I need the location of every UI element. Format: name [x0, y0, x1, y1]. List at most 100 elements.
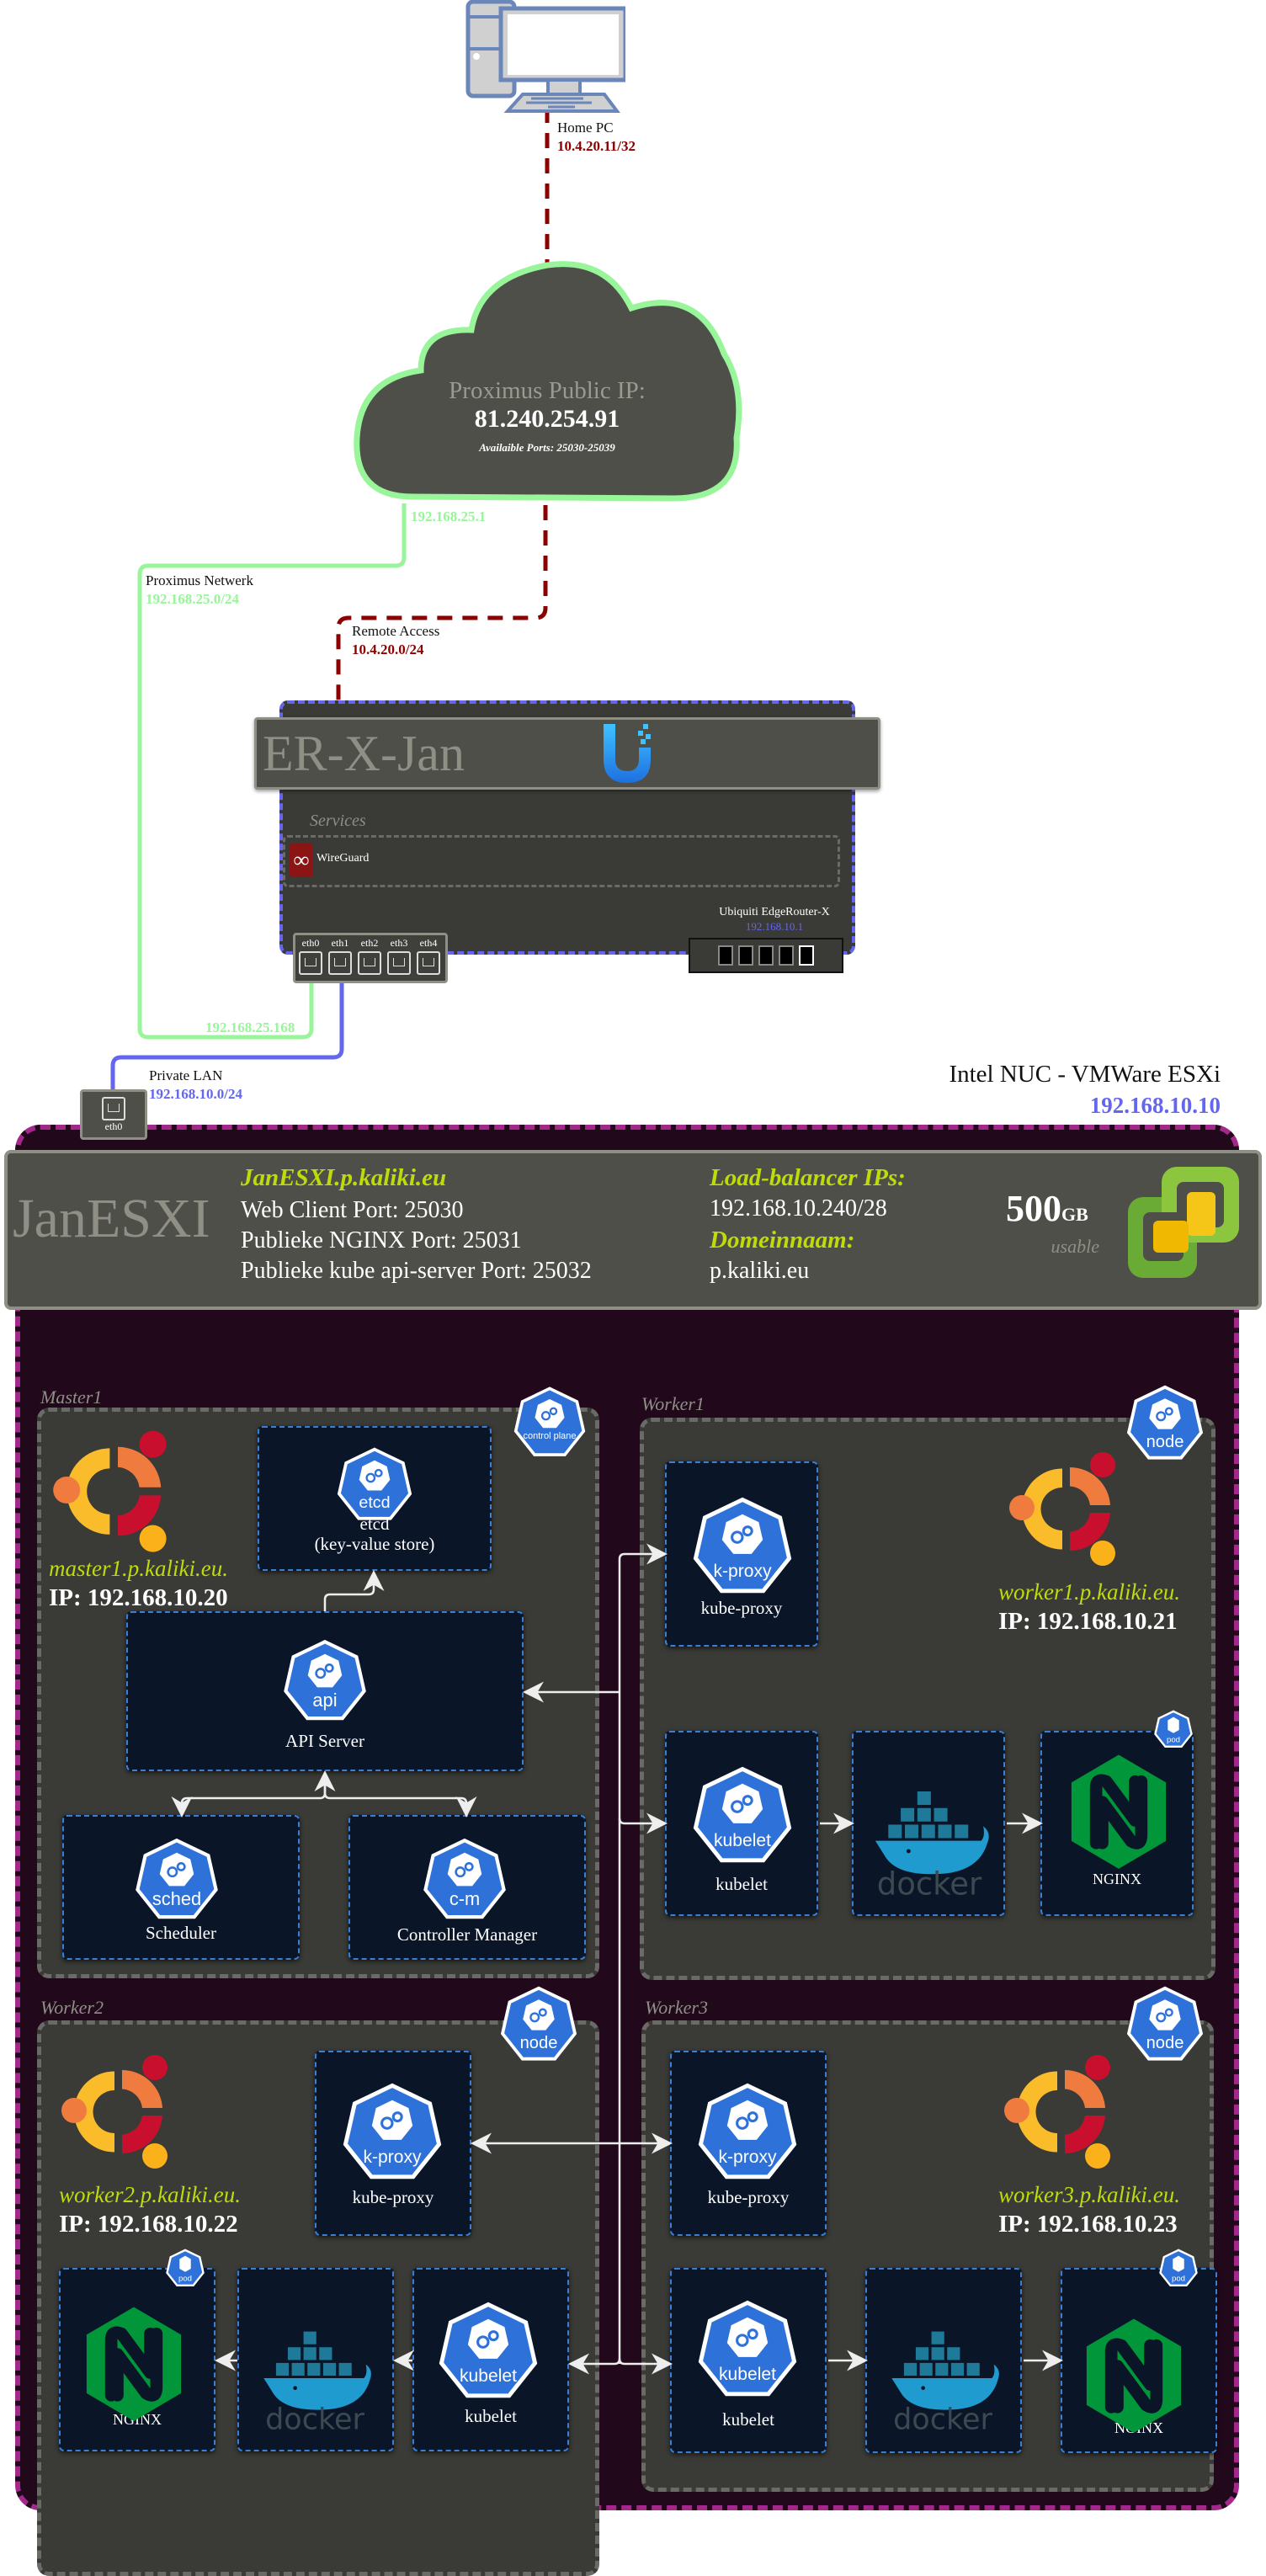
- service-wireguard[interactable]: WireGuard: [316, 852, 370, 865]
- k8s-icon-text: node: [1146, 1433, 1184, 1451]
- wan-ip: 192.168.25.168: [205, 1019, 295, 1035]
- kube-api-port: Publieke kube api-server Port: 25032: [241, 1258, 592, 1284]
- storage-note: usable: [1051, 1236, 1099, 1257]
- home-pc-ip: 10.4.20.11/32: [557, 138, 636, 154]
- remote-access-subnet: 10.4.20.0/24: [352, 641, 424, 657]
- k8s-icon-text: node: [1146, 2034, 1184, 2052]
- kubelet-icon: kubelet: [693, 1766, 792, 1863]
- host-title: Intel NUC - VMWare ESXi: [949, 1061, 1221, 1088]
- docker-logo-icon: docker: [875, 1790, 989, 1897]
- svg-text:pod: pod: [1167, 1735, 1180, 1744]
- ubiquiti-logo-icon: [604, 724, 651, 783]
- kube-proxy-label: kube-proxy: [707, 2187, 790, 2207]
- router-port-strip-icon: [689, 938, 843, 973]
- eth-port-4[interactable]: eth4: [415, 937, 442, 975]
- worker2-ip: IP: 192.168.10.22: [59, 2211, 238, 2238]
- nginx-logo-icon: [1086, 2318, 1182, 2433]
- master1-hostname: master1.p.kaliki.eu.: [49, 1556, 228, 1581]
- vmware-vsphere-logo-icon: [1128, 1167, 1239, 1278]
- kubelet-icon: kubelet: [698, 2300, 797, 2397]
- k8s-icon-text: kubelet: [460, 2366, 517, 2386]
- master1-ip: IP: 192.168.10.20: [49, 1584, 228, 1611]
- kube-proxy-label: kube-proxy: [352, 2187, 434, 2207]
- api-server-label: API Server: [285, 1731, 364, 1751]
- worker2-hostname: worker2.p.kaliki.eu.: [59, 2182, 241, 2207]
- esxi-nic[interactable]: eth0: [80, 1089, 147, 1140]
- router-header: [254, 717, 880, 790]
- k8s-icon-text: kubelet: [714, 1831, 771, 1850]
- proximus-network-subnet: 192.168.25.0/24: [146, 591, 239, 607]
- kube-proxy-icon: k-proxy: [698, 2083, 797, 2179]
- eth-port-label: eth3: [390, 937, 408, 949]
- storage-capacity: 500GB: [1006, 1187, 1088, 1230]
- desktop-computer-icon: [465, 0, 625, 113]
- eth-port-1[interactable]: eth1: [327, 937, 354, 975]
- ubuntu-logo-icon: [1009, 1452, 1115, 1566]
- eth-port-3[interactable]: eth3: [386, 937, 412, 975]
- lan-link: [110, 977, 344, 1103]
- storage-value: 500: [1006, 1188, 1061, 1229]
- node-badge-icon: node: [1126, 1385, 1204, 1460]
- docker-logo-icon: docker: [263, 2330, 371, 2431]
- esxi-domain: JanESXI.p.kaliki.eu: [241, 1164, 447, 1191]
- master1-label: Master1: [40, 1386, 103, 1408]
- svg-text:pod: pod: [178, 2274, 192, 2283]
- control-plane-badge-text: control plane: [523, 1431, 577, 1441]
- services-box: [283, 835, 840, 887]
- lb-ips-value: 192.168.10.240/28: [710, 1195, 887, 1221]
- gateway-ip: 192.168.25.1: [411, 508, 487, 524]
- etcd-sublabel: (key-value store): [314, 1534, 435, 1554]
- k8s-icon-text: node: [520, 2034, 558, 2052]
- worker3-hostname: worker3.p.kaliki.eu.: [998, 2182, 1180, 2207]
- private-lan-subnet: 192.168.10.0/24: [149, 1086, 242, 1102]
- scheduler-label: Scheduler: [146, 1923, 216, 1943]
- eth-port-label: eth0: [301, 937, 320, 949]
- home-pc-label: Home PC: [557, 120, 614, 136]
- controller-manager-icon: c-m: [423, 1838, 506, 1919]
- eth-port-label: eth4: [419, 937, 438, 949]
- cloud-title: Proximus Public IP:: [449, 377, 646, 404]
- private-lan-label: Private LAN: [149, 1067, 223, 1083]
- k8s-icon-text: kubelet: [719, 2365, 776, 2384]
- pod-badge-icon: pod: [1159, 2249, 1198, 2287]
- controller-manager-component[interactable]: Controller Manager: [348, 1815, 586, 1960]
- eth-port-2[interactable]: eth2: [356, 937, 383, 975]
- ubuntu-logo-icon: [53, 1430, 167, 1552]
- nginx-logo-icon: [1071, 1754, 1167, 1869]
- pod-badge-icon: pod: [1154, 1710, 1193, 1748]
- public-ip: 81.240.254.91: [474, 405, 620, 433]
- router-name: ER-X-Jan: [263, 726, 465, 781]
- k8s-icon-text: sched: [152, 1888, 201, 1909]
- kubelet-label: kubelet: [715, 1874, 768, 1894]
- node-badge-icon: node: [1126, 1986, 1204, 2061]
- nginx-port: Publieke NGINX Port: 25031: [241, 1227, 522, 1253]
- worker2-kube-proxy[interactable]: kube-proxy: [315, 2051, 471, 2236]
- lb-ips-label: Load-balancer IPs:: [710, 1164, 906, 1191]
- proximus-link: [137, 503, 407, 1040]
- k8s-icon-text: c-m: [449, 1888, 480, 1909]
- host-ip: 192.168.10.10: [1089, 1093, 1221, 1118]
- router-model: Ubiquiti EdgeRouter-X: [719, 906, 830, 918]
- eth-port-label: eth2: [360, 937, 379, 949]
- worker1-hostname: worker1.p.kaliki.eu.: [998, 1579, 1180, 1605]
- worker1-label: Worker1: [641, 1393, 705, 1414]
- eth-port-0[interactable]: eth0: [297, 937, 324, 975]
- kube-proxy-label: kube-proxy: [700, 1598, 783, 1618]
- services-label: Services: [310, 812, 366, 830]
- domain-name-value: p.kaliki.eu: [710, 1258, 810, 1284]
- available-ports: Availaible Ports: 25030-25039: [479, 441, 615, 454]
- docker-text: docker: [265, 2403, 364, 2431]
- k8s-icon-text: etcd: [359, 1493, 390, 1512]
- nginx-label: NGINX: [1093, 1871, 1141, 1887]
- worker3-ip: IP: 192.168.10.23: [998, 2211, 1178, 2238]
- domain-name-label: Domeinnaam:: [710, 1227, 855, 1253]
- port-icon: [758, 945, 774, 966]
- worker3-label: Worker3: [645, 1997, 708, 2018]
- etcd-icon: etcd: [337, 1447, 412, 1520]
- worker1-ip: IP: 192.168.10.21: [998, 1608, 1178, 1635]
- controller-manager-label: Controller Manager: [396, 1924, 538, 1945]
- node-badge-icon: node: [500, 1986, 577, 2061]
- cloud-shape: [354, 261, 742, 502]
- worker1-docker[interactable]: [852, 1731, 1005, 1916]
- wireguard-icon: ∞: [290, 844, 313, 877]
